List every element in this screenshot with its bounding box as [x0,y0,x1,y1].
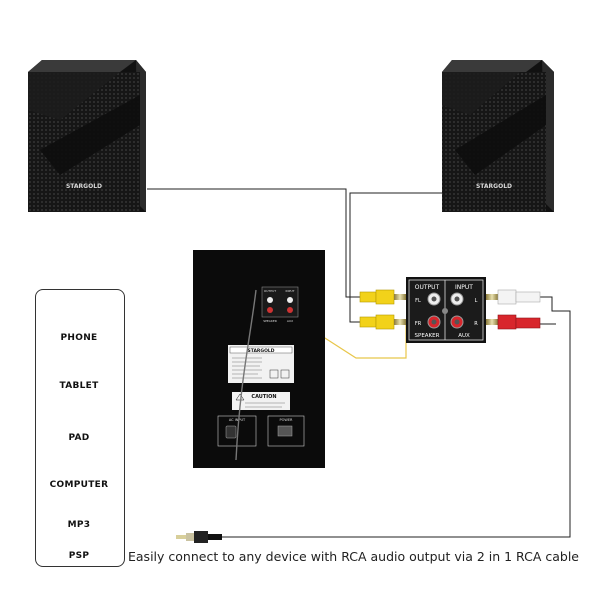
adapter-r-label: R [474,321,478,327]
device-label-mp3: MP3 [67,520,91,530]
adapter-fr-label: FR [415,321,422,327]
left-speaker-logo: STARGOLD [66,183,102,190]
device-list-panel [35,289,125,567]
rca-plug-red [486,314,541,330]
device-label-phone: PHONE [60,333,98,343]
panel-speaker-label: SPEAKER [263,319,277,323]
adapter-input-label: INPUT [455,284,473,291]
adapter-aux-label: AUX [458,333,470,339]
speaker-cables [147,188,442,323]
panel-output-label: OUTPUT [264,289,276,293]
aux-jack-plug [176,531,222,543]
rca-plug-yellow-bottom [359,314,406,330]
panel-power-label: POWER [280,418,294,422]
adapter-speaker-label: SPEAKER [415,333,440,339]
device-label-psp: PSP [68,551,90,561]
adapter-output-label: OUTPUT [415,284,440,291]
aux-cable [220,296,571,538]
device-label-tablet: TABLET [59,381,99,391]
caption-text: Easily connect to any device with RCA au… [128,549,579,564]
panel-input-label: INPUT [286,289,295,293]
rca-plug-yellow-top [359,289,406,305]
subwoofer-back-panel: OUTPUT INPUT SPEAKER AUX STARGOLD CAUTIO… [193,250,325,468]
panel-ac-input-label: AC INPUT [229,418,246,422]
right-speaker-logo: STARGOLD [476,183,512,190]
panel-aux-label: AUX [287,319,293,323]
adapter-fl-label: FL [415,298,421,304]
panel-brand-label: STARGOLD [247,348,274,354]
left-speaker: STARGOLD [28,60,146,212]
right-speaker: STARGOLD [442,60,554,212]
adapter-l-label: L [475,298,478,304]
rca-plug-white [486,289,541,305]
rca-adapter: OUTPUT INPUT FL FR L R SPEAKER AUX [406,277,486,343]
panel-caution-label: CAUTION [251,394,276,400]
device-label-pad: PAD [68,433,90,443]
device-label-computer: COMPUTER [49,480,109,490]
